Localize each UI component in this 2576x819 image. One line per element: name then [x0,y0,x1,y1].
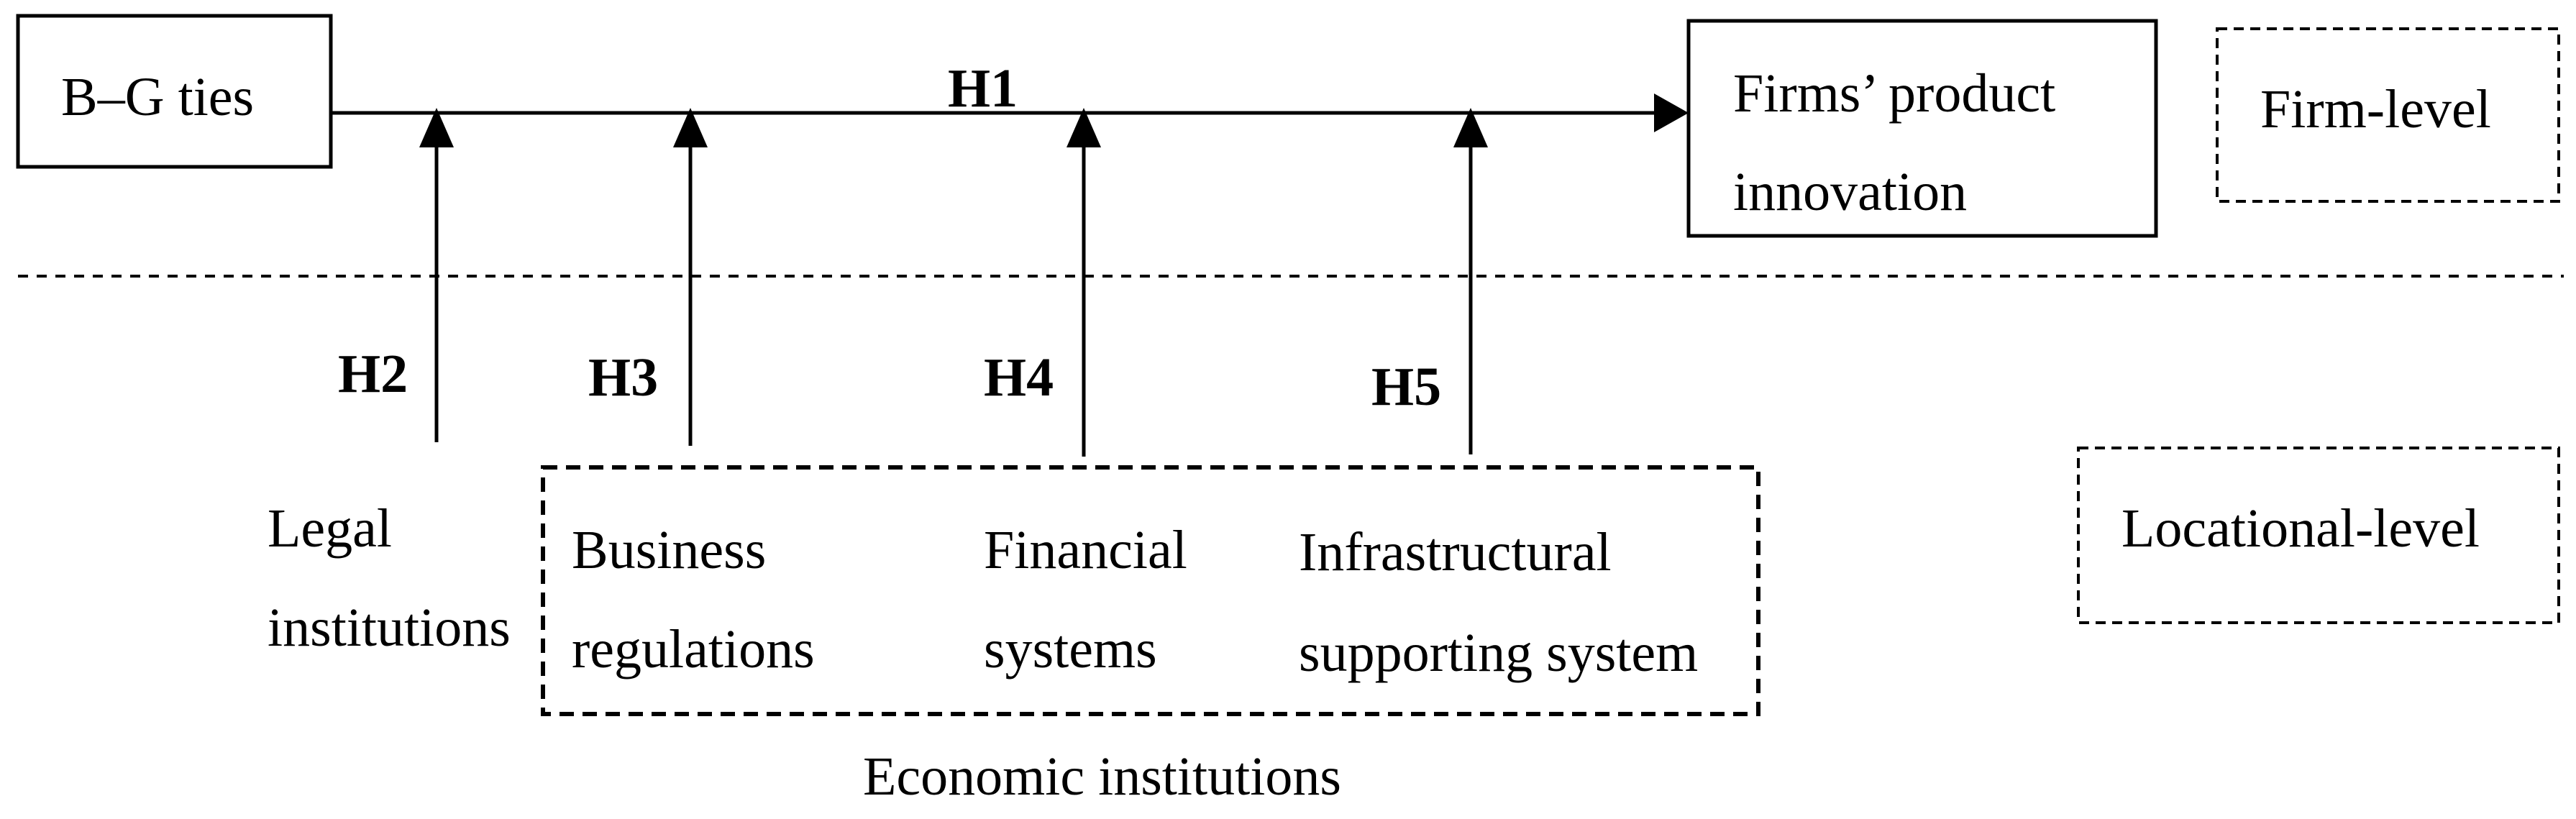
economic-institutions-label: Economic institutions [863,746,1341,807]
h2-label: H2 [338,344,408,404]
financial-systems-label-line2: systems [984,619,1157,680]
h2-arrowhead [419,108,454,147]
firm-level-legend-box [2216,27,2560,203]
legal-institutions-label-line2: institutions [268,598,511,658]
product-innovation-label-line1: Firms’ product [1733,63,2055,124]
h4-arrowhead [1067,108,1101,147]
bg-ties-box [16,14,333,169]
economic-institutions-box [541,465,1760,716]
h3-label: H3 [588,347,658,408]
product-innovation-label-line2: innovation [1733,162,1967,222]
business-regulations-label-line1: Business [572,520,766,580]
h5-arrowhead [1453,108,1488,147]
legal-institutions-label-line1: Legal [268,498,392,559]
h1-arrowhead [1654,93,1689,132]
infrastructural-system-label-line1: Infrastructural [1299,522,1612,582]
h3-arrowhead [673,108,708,147]
h5-label: H5 [1371,357,1441,417]
locational-level-legend-box [2077,447,2560,624]
firm-level-legend-label: Firm-level [2260,79,2491,139]
locational-level-legend-label: Locational-level [2121,498,2480,559]
infrastructural-system-label-line2: supporting system [1299,623,1698,683]
product-innovation-box [1686,19,2158,238]
h4-label: H4 [984,347,1054,408]
financial-systems-label-line1: Financial [984,520,1187,580]
bg-ties-label: B–G ties [61,67,254,127]
business-regulations-label-line2: regulations [572,619,815,680]
h1-label: H1 [948,58,1018,119]
